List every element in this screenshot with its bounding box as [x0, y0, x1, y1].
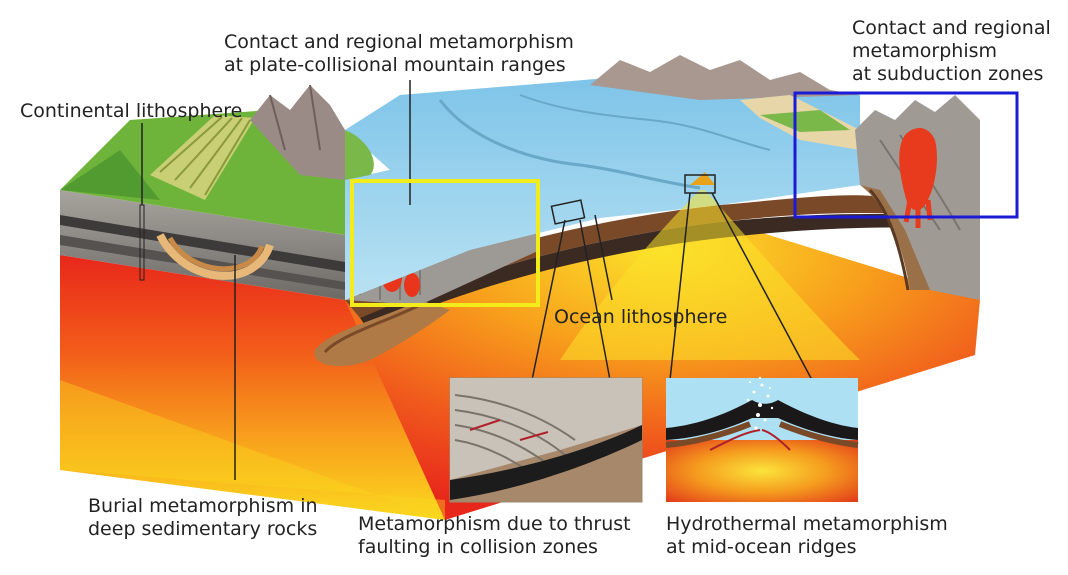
leader-thrust-a — [531, 219, 566, 381]
ocean-lithosphere-band — [345, 195, 915, 318]
mantle-front-lower — [60, 380, 445, 520]
label-text: at plate-collisional mountain ranges — [224, 54, 566, 76]
leader-ridge-b — [711, 192, 813, 381]
ocean-surface — [345, 70, 860, 300]
mountains-far — [590, 55, 860, 100]
label-text: faulting in collision zones — [358, 536, 598, 558]
label-subduction-metamorphism: Contact and regional metamorphism at sub… — [852, 17, 1051, 86]
label-text: Contact and regional — [852, 17, 1051, 39]
label-thrust-metamorphism: Metamorphism due to thrust faulting in c… — [358, 513, 631, 559]
label-text: Contact and regional metamorphism — [224, 31, 574, 53]
label-text: at subduction zones — [852, 63, 1044, 85]
label-text: Continental lithosphere — [20, 100, 243, 122]
label-text: metamorphism — [852, 40, 998, 62]
label-text: Metamorphism due to thrust — [358, 513, 631, 535]
leader-thrust-b — [579, 219, 611, 381]
label-text: at mid-ocean ridges — [666, 536, 857, 558]
leader-ocean — [594, 214, 613, 301]
subducting-slab-left — [314, 300, 450, 367]
leader-ridge-a — [669, 192, 691, 381]
label-text: Burial metamorphism in — [88, 495, 318, 517]
label-burial-metamorphism: Burial metamorphism in deep sedimentary … — [88, 495, 318, 541]
mid-ocean-ridge-line — [438, 99, 701, 190]
label-continental-lithosphere: Continental lithosphere — [20, 100, 242, 123]
thrust-faulting-inset — [449, 377, 643, 503]
thrust-inset-marker — [550, 199, 586, 225]
label-ocean-lithosphere: Ocean lithosphere — [554, 306, 727, 329]
label-collisional-metamorphism: Contact and regional metamorphism at pla… — [224, 31, 574, 77]
magma-chamber — [899, 128, 937, 211]
label-text: Hydrothermal metamorphism — [666, 513, 948, 535]
collisional-highlight-box — [350, 179, 540, 307]
ridge-plume — [560, 190, 860, 360]
subduction-highlight-box — [793, 91, 1019, 219]
label-text: deep sedimentary rocks — [88, 518, 318, 540]
mantle-front — [60, 255, 445, 520]
mid-ocean-ridge-inset — [665, 376, 859, 502]
label-text: Ocean lithosphere — [554, 306, 728, 328]
ridge-inset-marker — [684, 174, 716, 194]
label-hydrothermal-metamorphism: Hydrothermal metamorphism at mid-ocean r… — [666, 513, 948, 559]
